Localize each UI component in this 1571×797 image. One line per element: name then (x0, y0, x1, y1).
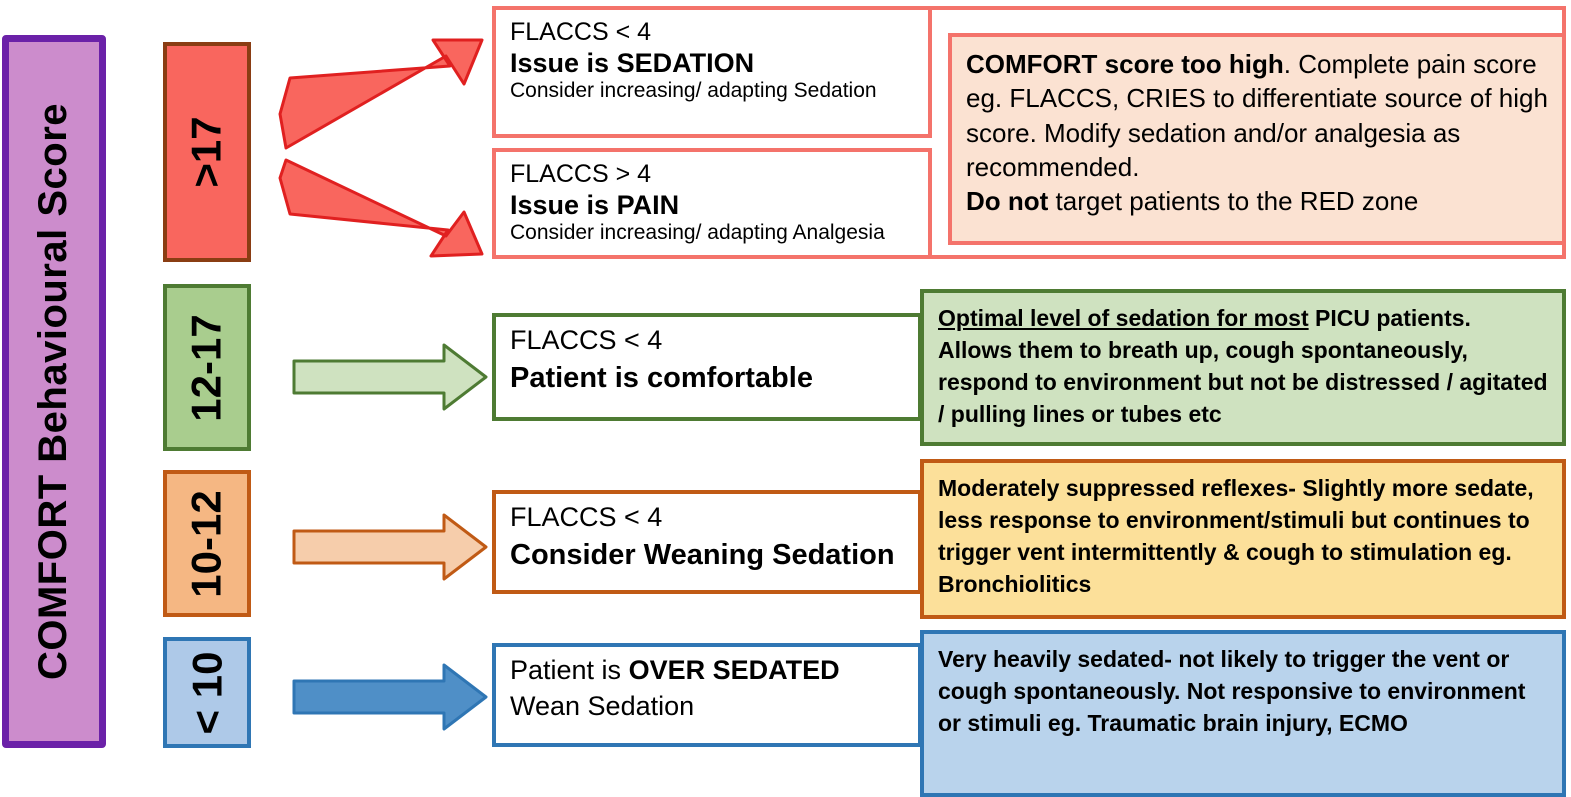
panel-green-zone: Optimal level of sedation for most PICU … (920, 289, 1566, 446)
arrow-red-up-icon (278, 36, 488, 154)
action-box-pain: FLACCS > 4 Issue is PAIN Consider increa… (492, 148, 932, 259)
panel-amber-zone: Moderately suppressed reflexes- Slightly… (920, 459, 1566, 619)
score-chip-orange-label: 10-12 (183, 489, 231, 598)
pain-detail: Consider increasing/ adapting Analgesia (510, 221, 885, 245)
action-box-comfortable: FLACCS < 4 Patient is comfortable (492, 313, 922, 421)
comfortable-criterion: FLACCS < 4 (510, 325, 663, 355)
sedation-detail: Consider increasing/ adapting Sedation (510, 79, 877, 103)
comfortable-headline: Patient is comfortable (510, 361, 813, 394)
panel-red-warn-rest: target patients to the RED zone (1048, 186, 1419, 217)
panel-red-warn: Do not (966, 186, 1049, 217)
sedation-headline: Issue is SEDATION (510, 47, 755, 78)
arrow-blue-icon (292, 663, 488, 731)
over-sedated-line-1: Patient is OVER SEDATED (510, 655, 918, 687)
panel-blue-text: Very heavily sedated- not likely to trig… (938, 646, 1526, 736)
wean-headline: Consider Weaning Sedation (510, 538, 895, 571)
chart-title-bar: COMFORT Behavioural Score (2, 35, 106, 748)
score-chip-blue-label: < 10 (183, 651, 231, 734)
panel-red-body: . Complete pain score eg. FLACCS, CRIES … (966, 49, 1548, 182)
wean-criterion: FLACCS < 4 (510, 502, 663, 532)
panel-green-rest: PICU patients. Allows them to breath up,… (938, 305, 1548, 427)
score-chip-orange: 10-12 (163, 470, 251, 617)
panel-green-text: Optimal level of sedation for most PICU … (938, 303, 1548, 431)
score-chip-green-label: 12-17 (183, 313, 231, 422)
panel-green-underlined: Optimal level of sedation for most (938, 305, 1309, 331)
pain-headline: Issue is PAIN (510, 189, 680, 220)
over-sedated-prefix: Patient is (510, 655, 629, 685)
over-sedated-line-2: Wean Sedation (510, 690, 695, 721)
panel-blue-zone: Very heavily sedated- not likely to trig… (920, 630, 1566, 797)
arrow-green-icon (292, 343, 488, 411)
action-box-wean: FLACCS < 4 Consider Weaning Sedation (492, 490, 922, 594)
score-chip-red: >17 (163, 42, 251, 262)
score-chip-green: 12-17 (163, 284, 251, 451)
panel-red-lead: COMFORT score too high (966, 49, 1284, 79)
action-box-sedation: FLACCS < 4 Issue is SEDATION Consider in… (492, 6, 932, 138)
arrow-orange-icon (292, 513, 488, 581)
page-title: COMFORT Behavioural Score (31, 102, 76, 681)
score-chip-blue: < 10 (163, 637, 251, 748)
over-sedated-emphasis: OVER SEDATED (628, 655, 840, 685)
arrow-red-down-icon (278, 158, 488, 276)
pain-criterion: FLACCS > 4 (510, 160, 652, 188)
panel-amber-text: Moderately suppressed reflexes- Slightly… (938, 475, 1534, 597)
score-chip-red-label: >17 (183, 116, 230, 188)
action-box-over-sedated: Patient is OVER SEDATED Wean Sedation (492, 643, 922, 747)
panel-red-zone: COMFORT score too high. Complete pain sc… (948, 33, 1566, 245)
panel-red-text: COMFORT score too high. Complete pain sc… (966, 47, 1548, 219)
sedation-criterion: FLACCS < 4 (510, 18, 652, 46)
